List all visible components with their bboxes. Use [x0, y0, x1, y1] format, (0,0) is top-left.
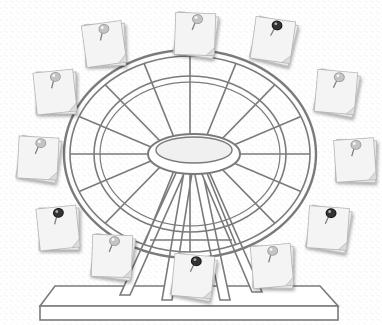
pinned-note — [313, 68, 361, 118]
pinned-note — [35, 204, 84, 254]
pinned-note — [80, 19, 130, 71]
pinned-note — [249, 242, 297, 292]
pinned-note — [32, 68, 81, 118]
pinned-note — [16, 135, 63, 183]
pinned-note — [305, 205, 352, 254]
pinned-note — [170, 252, 218, 302]
pinned-note — [173, 11, 219, 58]
pinned-note — [332, 137, 379, 186]
ferris-wheel — [64, 50, 316, 258]
pinned-note — [90, 233, 136, 280]
